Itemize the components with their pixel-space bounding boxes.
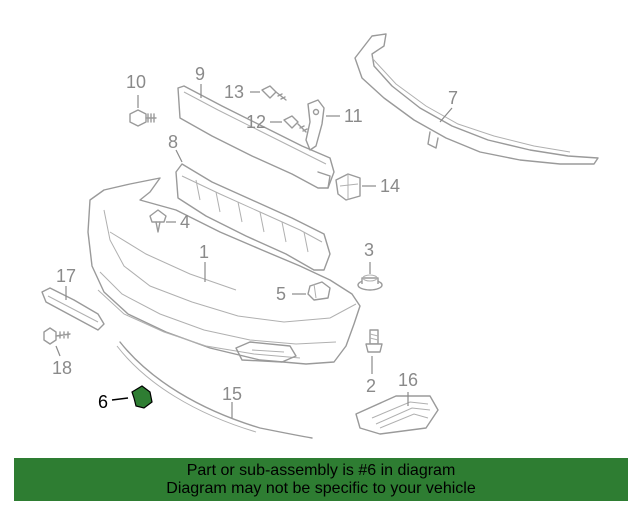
part-9-reinforcement: [177, 85, 335, 189]
part-3-nut: [357, 274, 383, 291]
part-13-bolt: [261, 85, 287, 101]
part-16-fog-cover: [355, 395, 439, 435]
callout-1: 1: [199, 242, 209, 262]
callout-5: 5: [276, 284, 286, 304]
callout-12: 12: [246, 112, 266, 132]
info-banner: Part or sub-assembly is #6 in diagram Di…: [14, 458, 628, 501]
part-7-retainer: [354, 33, 599, 165]
callout-3: 3: [364, 240, 374, 260]
callout-13: 13: [224, 82, 244, 102]
callout-14: 14: [380, 176, 400, 196]
callout-17: 17: [56, 266, 76, 286]
part-14-bracket: [335, 173, 361, 201]
callout-7: 7: [448, 88, 458, 108]
callout-9: 9: [195, 64, 205, 84]
part-10-bolt: [129, 109, 157, 127]
part-5-retainer: [307, 281, 331, 301]
banner-line-2: Diagram may not be specific to your vehi…: [166, 479, 476, 497]
part-17-molding: [41, 287, 105, 331]
leader-lines: [55, 84, 453, 418]
callout-labels: 10 9 13 12 11 7 8 14 4 3 1 5 17 18 2 16 …: [52, 64, 458, 412]
callout-10: 10: [126, 72, 146, 92]
part-12-bolt: [283, 115, 308, 133]
callout-6: 6: [98, 392, 108, 412]
part-11-bracket: [305, 99, 325, 151]
banner-line-1: Part or sub-assembly is #6 in diagram: [186, 461, 456, 479]
callout-15: 15: [222, 384, 242, 404]
part-18-bolt: [43, 327, 71, 345]
callout-8: 8: [168, 132, 178, 152]
callout-11: 11: [344, 106, 363, 126]
callout-2: 2: [366, 376, 376, 396]
part-15-strip: [116, 341, 313, 439]
part-2-screw: [365, 329, 383, 353]
part-6-highlighted: [131, 385, 153, 409]
part-8-absorber: [175, 163, 331, 271]
part-4-clip: [149, 209, 167, 233]
callout-16: 16: [398, 370, 418, 390]
callout-18: 18: [52, 358, 72, 378]
callout-4: 4: [180, 212, 190, 232]
